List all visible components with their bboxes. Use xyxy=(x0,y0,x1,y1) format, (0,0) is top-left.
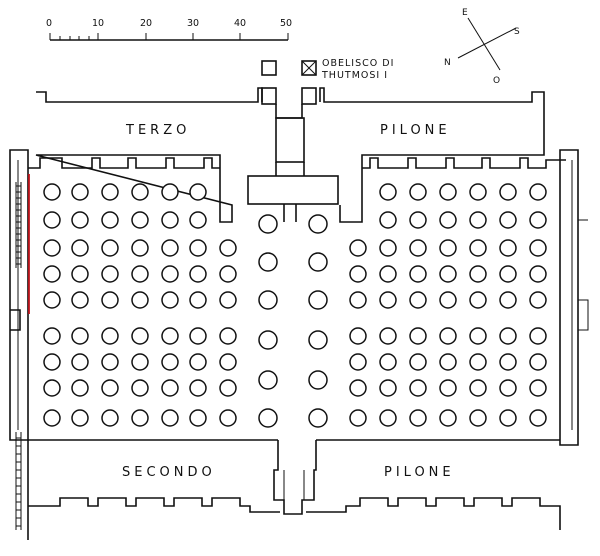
label-pilone-top: PILONE xyxy=(380,123,451,138)
third-pylon: TERZO PILONE xyxy=(35,87,545,223)
obelisco-label-line1: OBELISCO DI xyxy=(322,58,394,69)
scale-tick-20: 20 xyxy=(140,18,152,29)
hall-outer-wall xyxy=(9,149,589,446)
scale-tick-0: 0 xyxy=(46,18,52,29)
central-columns xyxy=(258,214,328,428)
column-row xyxy=(43,409,237,427)
scale-tick-30: 30 xyxy=(187,18,199,29)
column-row xyxy=(43,265,237,283)
compass-e: E xyxy=(462,8,468,18)
column-row xyxy=(43,353,237,371)
column-row xyxy=(43,327,237,345)
scale-tick-10: 10 xyxy=(92,18,104,29)
column-row xyxy=(43,211,207,229)
column-row xyxy=(43,291,237,309)
left-staircase xyxy=(15,174,30,530)
scale-bar: 0 10 20 30 40 50 xyxy=(46,18,292,41)
column-row xyxy=(43,183,207,201)
columns xyxy=(43,183,547,428)
column-row xyxy=(349,239,547,257)
compass-n: N xyxy=(444,58,451,68)
second-pylon: SECONDO PILONE xyxy=(27,440,561,540)
label-secondo: SECONDO xyxy=(122,465,216,480)
column-row xyxy=(349,327,547,345)
column-row xyxy=(349,379,547,397)
obelisk-legend: OBELISCO DI THUTMOSI I xyxy=(261,58,394,81)
label-pilone-bottom: PILONE xyxy=(384,465,455,480)
scale-tick-40: 40 xyxy=(234,18,246,29)
compass-rose: E S N O xyxy=(444,8,520,86)
label-terzo: TERZO xyxy=(125,123,190,138)
obelisco-label-line2: THUTMOSI I xyxy=(321,70,388,81)
scale-tick-50: 50 xyxy=(280,18,292,29)
column-row xyxy=(349,291,547,309)
compass-o: O xyxy=(493,76,500,86)
column-row xyxy=(379,183,547,201)
column-row xyxy=(349,265,547,283)
column-row xyxy=(349,409,547,427)
column-row xyxy=(379,211,547,229)
column-row xyxy=(43,239,237,257)
column-row xyxy=(43,379,237,397)
column-row xyxy=(349,353,547,371)
compass-s: S xyxy=(514,27,520,37)
